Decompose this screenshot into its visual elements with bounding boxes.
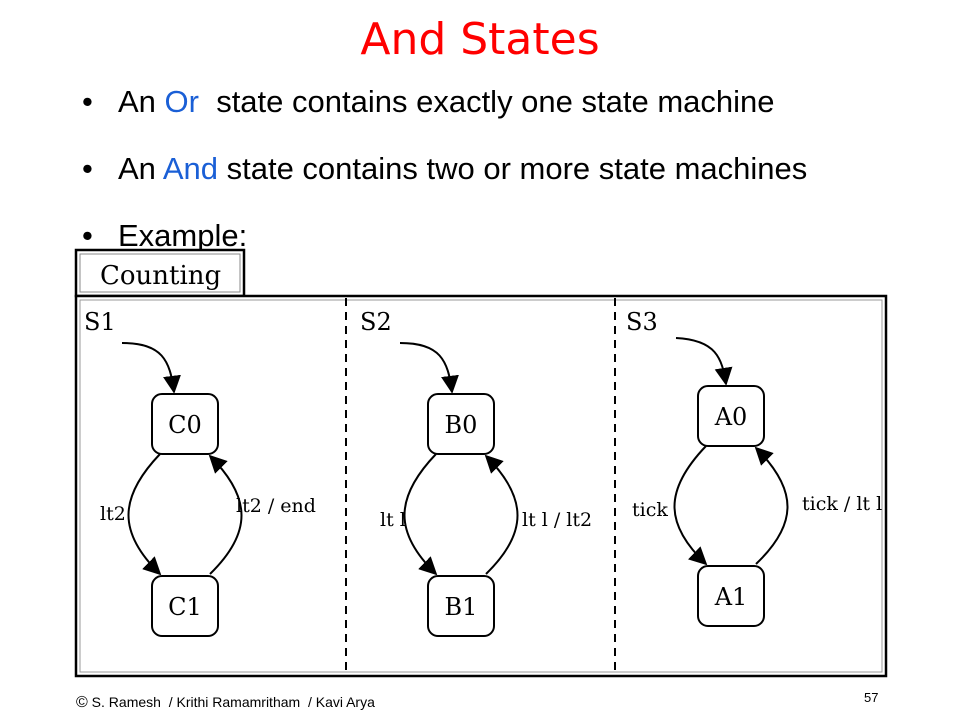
superstate-tab-inner (79, 253, 241, 293)
region-s3: S3 A0 A1 tick tick / lt l (626, 308, 882, 627)
transition-label: lt l / lt2 (522, 509, 592, 531)
state-label: A0 (714, 403, 748, 431)
transition-label: lt2 / end (236, 495, 316, 517)
superstate-tab (74, 248, 246, 298)
state-box (697, 565, 765, 627)
region-label: S2 (360, 308, 392, 336)
bullet-item-or: • An Or state contains exactly one state … (82, 84, 807, 120)
initial-transition (675, 337, 733, 386)
footer-credits: © S. Ramesh / Krithi Ramamritham / Kavi … (76, 694, 375, 712)
superstate-box-inner (79, 299, 883, 673)
transition-down (673, 445, 708, 566)
transition-up (208, 454, 243, 575)
transition-label: tick (632, 499, 668, 521)
bullet-dot: • (82, 218, 93, 253)
region-s1: S1 C0 C1 lt2 lt2 / end (84, 308, 316, 637)
bullet-dot: • (82, 151, 93, 186)
state-label: A1 (714, 583, 748, 611)
region-label: S1 (84, 308, 116, 336)
state-box (697, 385, 765, 447)
bullet-text-pre: An (118, 151, 163, 186)
superstate-label: Counting (100, 261, 221, 291)
bullet-item-and: • An And state contains two or more state… (82, 151, 807, 187)
bullet-text-post: state contains exactly one state machine (198, 84, 775, 119)
bullet-list: • An Or state contains exactly one state … (82, 84, 807, 285)
page-number: 57 (864, 690, 879, 705)
transition-down (127, 453, 162, 576)
keyword-and: And (162, 151, 218, 186)
copyright-symbol: © (76, 694, 88, 711)
state-box (151, 393, 219, 455)
state-box (427, 393, 495, 455)
keyword-or: Or (164, 84, 199, 119)
state-label: C0 (168, 411, 202, 439)
region-s2: S2 B0 B1 lt l lt l / lt2 (360, 308, 592, 637)
state-label: C1 (168, 593, 202, 621)
bullet-dot: • (82, 84, 93, 119)
bullet-item-example: • Example: (82, 218, 807, 254)
transition-label: lt2 (100, 503, 126, 525)
transition-up (754, 446, 789, 565)
initial-transition (121, 342, 181, 394)
bullet-text-example: Example: (118, 218, 248, 253)
transition-down (403, 453, 438, 576)
transition-up (484, 454, 519, 575)
slide-title: And States (360, 14, 600, 65)
state-box (427, 575, 495, 637)
state-label: B1 (445, 593, 478, 621)
bullet-text-post: state contains two or more state machine… (218, 151, 808, 186)
region-label: S3 (626, 308, 658, 336)
statechart-diagram: Counting S1 C0 C1 lt2 lt2 / end S2 B0 B1… (74, 248, 888, 678)
state-box (151, 575, 219, 637)
footer-authors: S. Ramesh / Krithi Ramamritham / Kavi Ar… (87, 694, 375, 710)
state-label: B0 (445, 411, 478, 439)
transition-label: lt l (380, 509, 406, 531)
initial-transition (399, 342, 459, 394)
transition-label: tick / lt l (802, 493, 882, 515)
bullet-text-pre: An (118, 84, 165, 119)
